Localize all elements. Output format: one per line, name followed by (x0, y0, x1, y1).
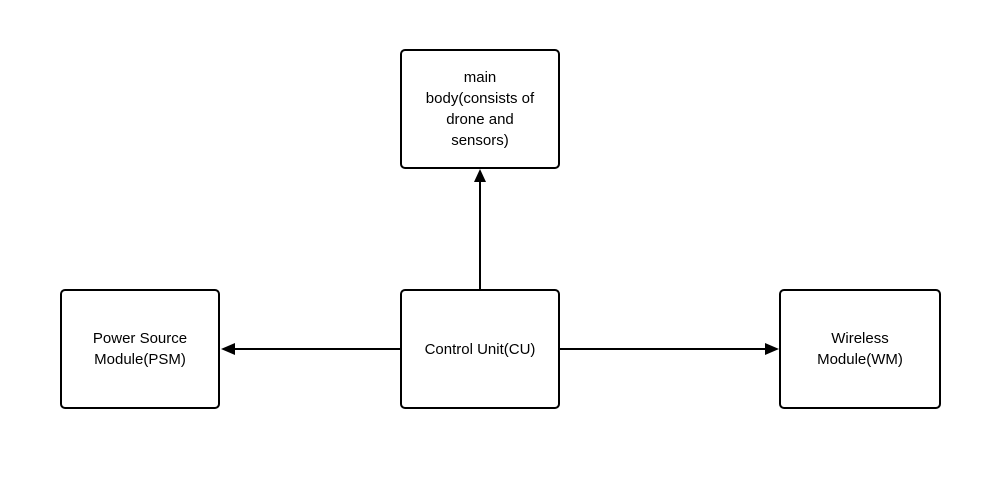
node-main-body-line: body(consists of (425, 90, 535, 107)
arrowhead-left-icon (221, 343, 235, 355)
node-control-unit-label: Control Unit(CU) (425, 339, 536, 360)
node-wireless-module: Wireless Module(WM) (779, 289, 941, 409)
arrowhead-right-icon (765, 343, 779, 355)
node-power-source-module-line: Module(PSM) (94, 351, 186, 368)
node-power-source-module: Power Source Module(PSM) (60, 289, 220, 409)
node-main-body-line: sensors) (451, 132, 509, 149)
node-main-body: main body(consists of drone and sensors) (400, 49, 560, 169)
node-control-unit-line: Control Unit(CU) (424, 340, 536, 358)
node-wireless-module-line: Module(WM) (817, 351, 903, 368)
node-main-body-line: main (463, 69, 497, 86)
node-main-body-label: main body(consists of drone and sensors) (426, 67, 534, 151)
arrowhead-up-icon (474, 169, 486, 182)
node-power-source-module-label: Power Source Module(PSM) (93, 328, 187, 370)
node-wireless-module-label: Wireless Module(WM) (817, 328, 903, 370)
node-control-unit: Control Unit(CU) (400, 289, 560, 409)
node-power-source-module-line: Power Source (92, 330, 188, 347)
node-wireless-module-line: Wireless (831, 330, 889, 347)
node-main-body-line: drone and (446, 111, 514, 128)
